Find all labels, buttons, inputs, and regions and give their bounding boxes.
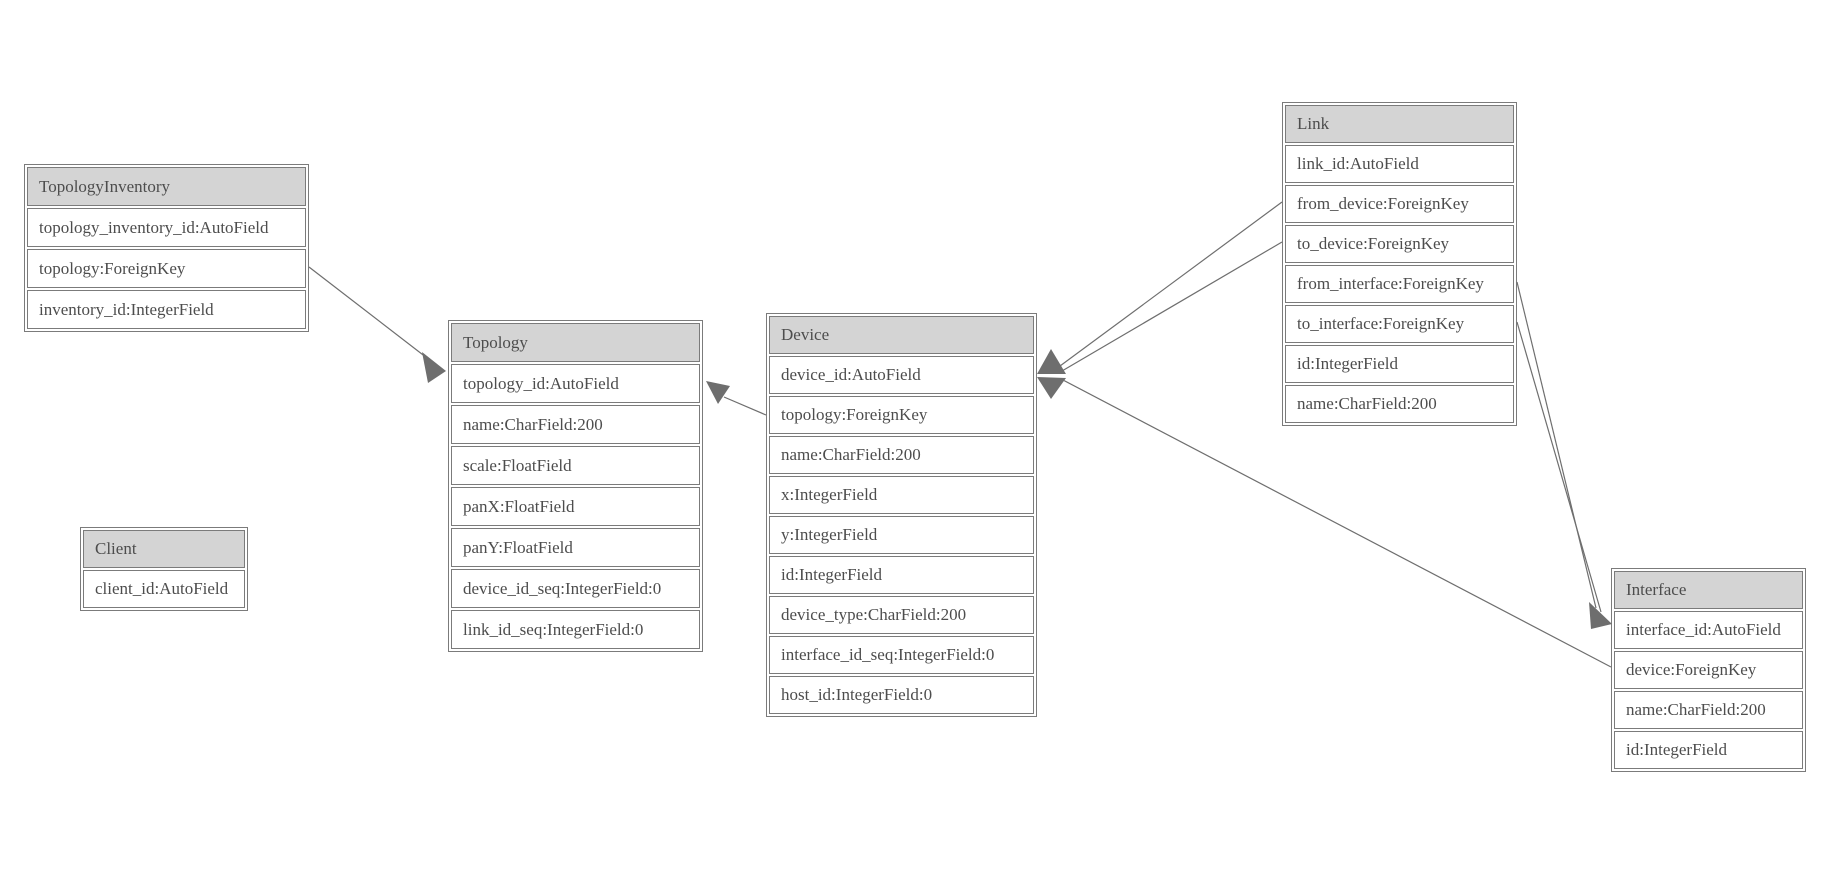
entity-field-row: topology:ForeignKey xyxy=(27,249,306,288)
entity-field-row: device_id:AutoField xyxy=(769,356,1034,394)
entity-title: Device xyxy=(769,316,1034,354)
entity-field-row: link_id_seq:IntegerField:0 xyxy=(451,610,700,649)
entity-field-row: topology_inventory_id:AutoField xyxy=(27,208,306,247)
rel-link-to-interface-line xyxy=(1516,321,1602,613)
entity-field-row: client_id:AutoField xyxy=(83,570,245,608)
entity-field-row: link_id:AutoField xyxy=(1285,145,1514,183)
entity-field-row: name:CharField:200 xyxy=(451,405,700,444)
entity-field-row: device_type:CharField:200 xyxy=(769,596,1034,634)
entity-field-row: interface_id_seq:IntegerField:0 xyxy=(769,636,1034,674)
rel-device-topology-line xyxy=(723,396,767,416)
arrowhead-into-device-lower xyxy=(1037,377,1066,399)
entity-field-row: to_interface:ForeignKey xyxy=(1285,305,1514,343)
entity-title: Client xyxy=(83,530,245,568)
entity-field-row: inventory_id:IntegerField xyxy=(27,290,306,329)
entity-field-row: host_id:IntegerField:0 xyxy=(769,676,1034,714)
arrowhead-into-topology-right xyxy=(706,381,730,404)
entity-title: Interface xyxy=(1614,571,1803,609)
entity-field-row: name:CharField:200 xyxy=(1285,385,1514,423)
rel-link-to-device-line xyxy=(1061,241,1283,372)
entity-field-row: panY:FloatField xyxy=(451,528,700,567)
entity-title: Topology xyxy=(451,323,700,362)
entity-field-row: id:IntegerField xyxy=(769,556,1034,594)
entity-title: TopologyInventory xyxy=(27,167,306,206)
entity-field-row: interface_id:AutoField xyxy=(1614,611,1803,649)
entity-field-row: scale:FloatField xyxy=(451,446,700,485)
entity-field-row: name:CharField:200 xyxy=(769,436,1034,474)
entity-field-row: device_id_seq:IntegerField:0 xyxy=(451,569,700,608)
entity-field-row: topology:ForeignKey xyxy=(769,396,1034,434)
entity-field-row: from_device:ForeignKey xyxy=(1285,185,1514,223)
entity-field-row: id:IntegerField xyxy=(1614,731,1803,769)
entity-field-row: device:ForeignKey xyxy=(1614,651,1803,689)
entity-title: Link xyxy=(1285,105,1514,143)
rel-topologyinventory-topology-line xyxy=(308,266,441,369)
arrowhead-into-device-upper xyxy=(1037,349,1066,374)
arrowhead-into-topology-left xyxy=(422,352,446,383)
entity-field-row: to_device:ForeignKey xyxy=(1285,225,1514,263)
entity-field-row: x:IntegerField xyxy=(769,476,1034,514)
entity-field-row: panX:FloatField xyxy=(451,487,700,526)
rel-link-from-device-line xyxy=(1059,201,1283,367)
entity-field-row: y:IntegerField xyxy=(769,516,1034,554)
entity-field-row: name:CharField:200 xyxy=(1614,691,1803,729)
entity-field-row: topology_id:AutoField xyxy=(451,364,700,403)
entity-field-row: id:IntegerField xyxy=(1285,345,1514,383)
arrowhead-into-interface xyxy=(1589,602,1612,629)
entity-field-row: from_interface:ForeignKey xyxy=(1285,265,1514,303)
rel-link-from-interface-line xyxy=(1516,281,1597,609)
